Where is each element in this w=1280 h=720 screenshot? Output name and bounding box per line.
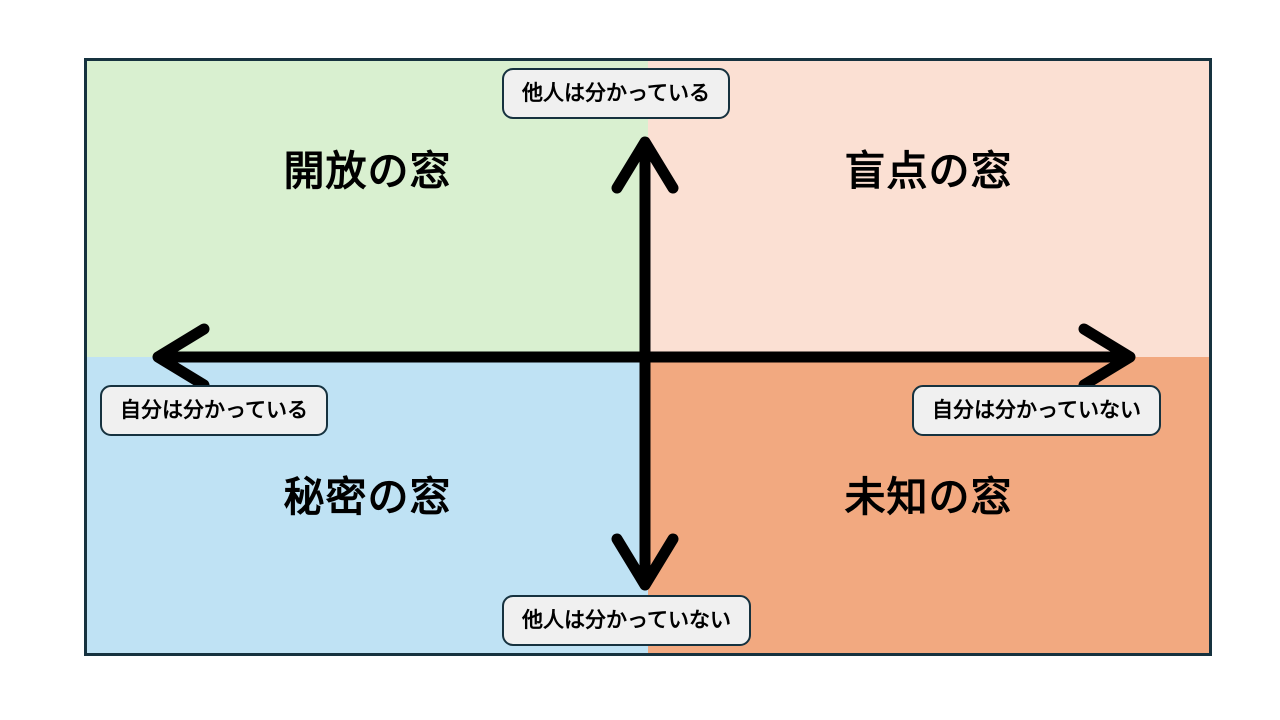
quadrant-title-open: 開放の窓	[283, 146, 452, 195]
quadrant-title-unknown: 未知の窓	[844, 472, 1013, 521]
quadrant-blind: 盲点の窓	[648, 61, 1209, 357]
quadrant-title-blind: 盲点の窓	[844, 146, 1013, 195]
quadrant-matrix: 開放の窓 盲点の窓 秘密の窓 未知の窓	[84, 58, 1212, 656]
axis-label-others-unknown: 他人は分かっていない	[502, 595, 751, 646]
axis-label-self-unknown: 自分は分かっていない	[912, 385, 1161, 436]
axis-label-others-known: 他人は分かっている	[502, 68, 730, 119]
quadrant-title-hidden: 秘密の窓	[283, 472, 452, 521]
axis-label-self-known: 自分は分かっている	[100, 385, 328, 436]
